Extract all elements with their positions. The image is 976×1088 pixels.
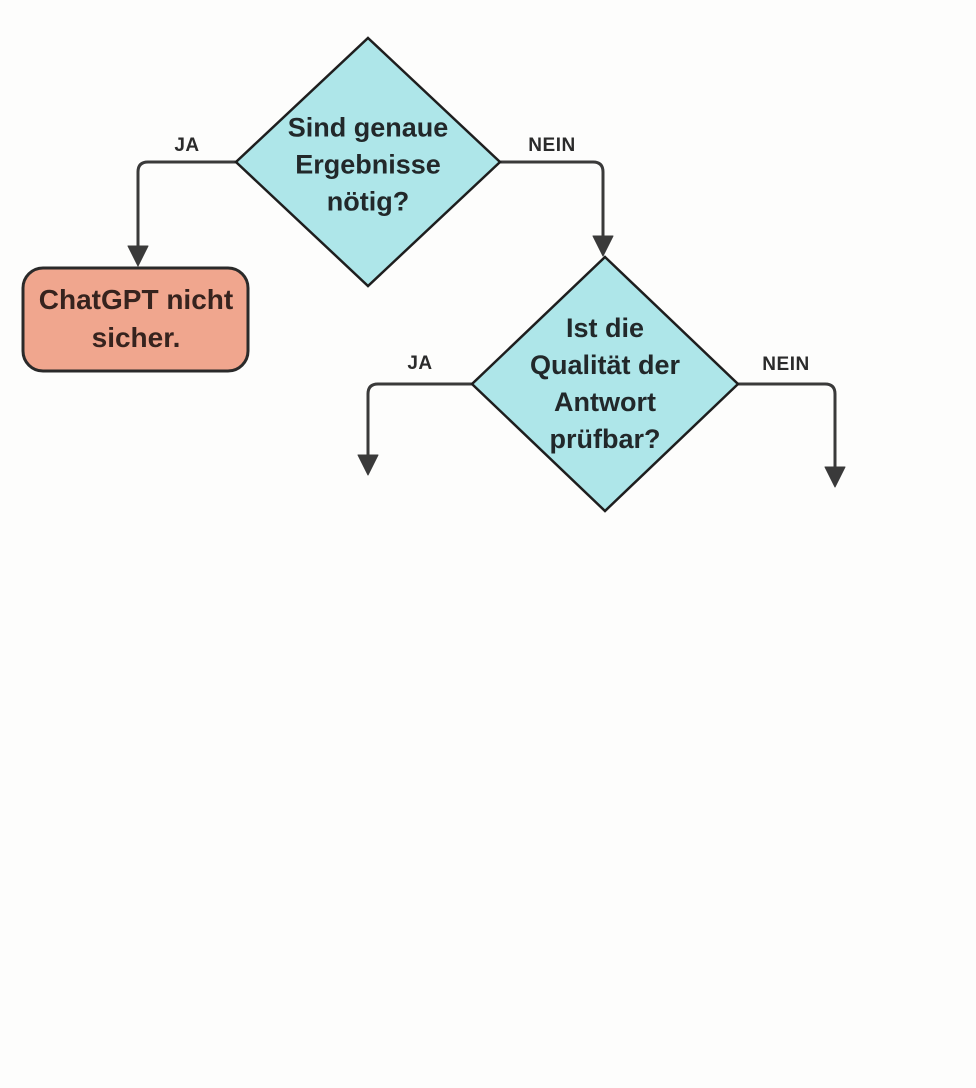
decision2-text: Ist die Qualität der Antwort prüfbar? [530, 310, 680, 458]
edge-d2-yes-label: JA [407, 353, 433, 374]
arrowhead-icon [592, 235, 614, 257]
arrowhead-icon [824, 466, 846, 488]
decision1-diamond [234, 36, 502, 288]
arrowhead-icon [127, 245, 149, 267]
decision1-text: Sind genaue Ergebnisse nötig? [288, 110, 449, 221]
node-text-line: Antwort [554, 387, 656, 417]
node-text-line: sicher. [91, 322, 181, 353]
node-text-line: prüfbar? [549, 424, 661, 454]
outcome-unsafe-box [21, 266, 250, 373]
outcome-unsafe-text: ChatGPT nicht sicher. [39, 281, 233, 357]
node-text-line: ChatGPT nicht [38, 284, 234, 315]
node-text-line: Ergebnisse [295, 149, 441, 180]
edge-d2-no-label: NEIN [762, 354, 810, 375]
edge-d2-no-line [736, 382, 837, 471]
edge-d1-yes-line [136, 160, 238, 250]
decision2-diamond [470, 255, 740, 513]
node-text-line: nötig? [326, 186, 410, 217]
edge-d1-yes-label: JA [174, 135, 200, 156]
node-text-line: Ist die [565, 313, 645, 343]
arrowhead-icon [357, 454, 379, 476]
edge-d2-yes-line [366, 382, 474, 459]
node-text-line: Sind genaue [287, 112, 449, 143]
edge-d1-no-label: NEIN [528, 135, 576, 156]
edge-d1-no-line [498, 160, 605, 240]
node-text-line: Qualität der [529, 350, 681, 380]
